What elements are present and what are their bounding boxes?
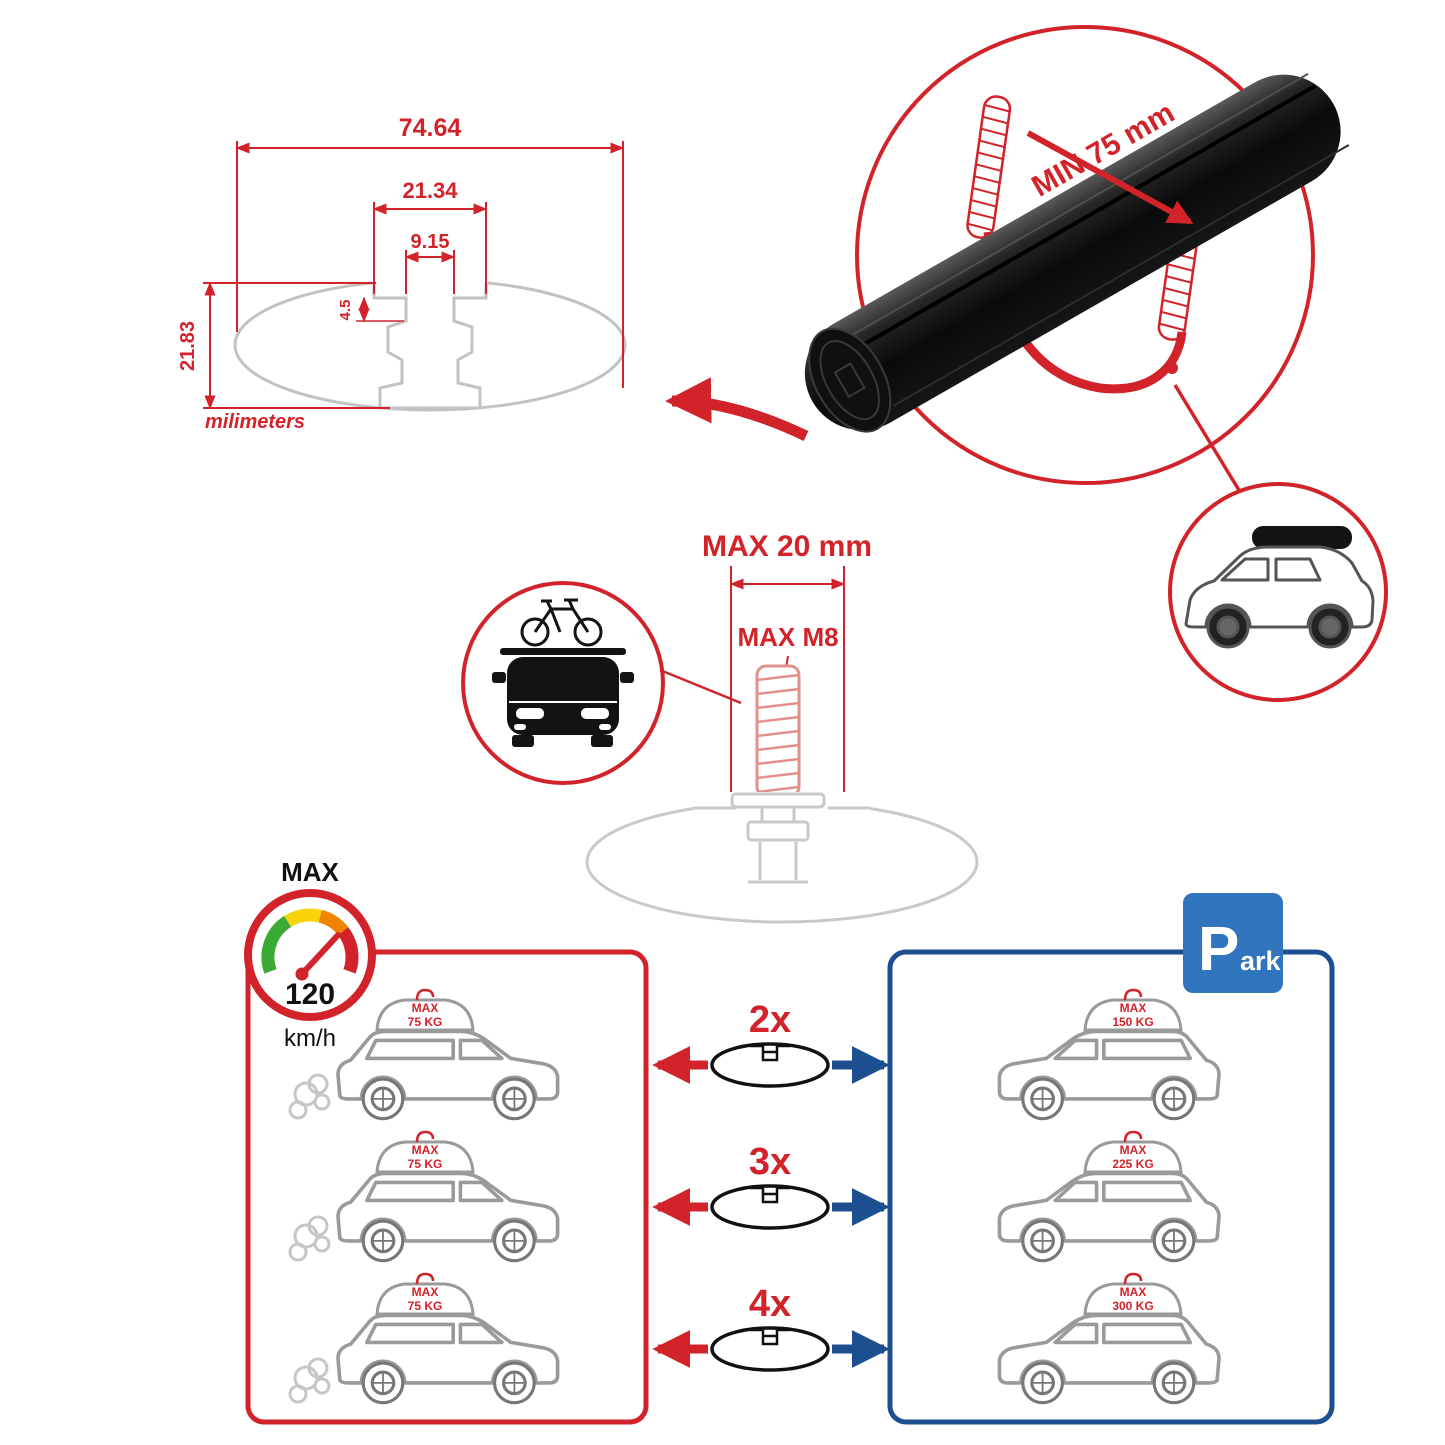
box2-load: 225 KG: [1112, 1157, 1153, 1171]
dim-plateau-width: 21.34: [402, 178, 458, 203]
park-sign-p: P: [1198, 915, 1239, 984]
bag3-max: MAX: [412, 1285, 439, 1299]
max-thread-label: MAX M8: [737, 622, 838, 652]
dim-height-total: 21.83: [177, 321, 199, 371]
car-front-lights: [509, 701, 617, 730]
detail-circle: [855, 25, 1315, 485]
bolt-detail: MAX 20 mm MAX M8: [461, 530, 979, 924]
suv-roofbox-badge: [1168, 482, 1388, 702]
u-clamp-left-arm: [966, 95, 1012, 239]
bicycle-icon: [520, 598, 603, 647]
dim-slot-width: 9.15: [411, 231, 450, 253]
multiplier-1: 2x: [749, 999, 791, 1041]
connector-badge-to-bolt: [659, 668, 742, 705]
multiplier-rows: 2x 3x 4x: [652, 999, 890, 1372]
min-clamp-arrow: [1026, 130, 1194, 225]
suv-icon: [1184, 545, 1375, 649]
speedometer-gauge: [261, 908, 359, 974]
bag2-load: 75 KG: [408, 1157, 443, 1171]
crossbar-3d-detail: MIN 75 mm: [804, 25, 1388, 702]
crossbar-profile-icon-2: [710, 1184, 830, 1230]
bag1-max: MAX: [412, 1001, 439, 1015]
speed-value: 120: [285, 978, 335, 1011]
pointer-arrow-to-profile: [665, 377, 809, 441]
parked-cars: MAX 150 KG MAX 225 KG MAX 300 KG: [997, 988, 1221, 1405]
load-chart: MAX 120 km/h P ark MAX 75 KG: [244, 857, 1335, 1425]
multiplier-2: 3x: [749, 1141, 791, 1183]
park-sign-ark: ark: [1240, 946, 1282, 976]
max-length-label: MAX 20 mm: [702, 530, 872, 563]
bag3-load: 75 KG: [408, 1299, 443, 1313]
bag2-max: MAX: [412, 1143, 439, 1157]
bike-car-badge: [461, 581, 665, 785]
park-sign: P ark: [1183, 893, 1283, 993]
crossbar-3d: [804, 72, 1350, 433]
dim-lip-depth: 4.5: [337, 300, 354, 321]
roof-box-icon: [1252, 526, 1352, 549]
speed-max-label: MAX: [281, 857, 339, 887]
dimension-lines: [203, 141, 625, 410]
cross-section-diagram: 74.64 21.34 9.15 4.5 21.83 milimeters: [177, 114, 809, 441]
box1-max: MAX: [1120, 1001, 1147, 1015]
clamp-pointer-dot: [1166, 362, 1178, 374]
bolt-profile: [585, 792, 979, 924]
connector-to-suv-circle: [1173, 384, 1250, 506]
threaded-bolt-icon: [755, 664, 801, 798]
t-slot-channel: [372, 283, 488, 410]
dim-width-total: 74.64: [399, 114, 462, 142]
crossbar-profile-icon-1: [710, 1042, 830, 1088]
bag1-load: 75 KG: [408, 1015, 443, 1029]
driving-cars: MAX 75 KG MAX 75 KG MAX 75 KG: [288, 988, 560, 1405]
box3-load: 300 KG: [1112, 1299, 1153, 1313]
box3-max: MAX: [1120, 1285, 1147, 1299]
multiplier-3: 4x: [749, 1283, 791, 1325]
units-label: milimeters: [205, 411, 305, 433]
box2-max: MAX: [1120, 1143, 1147, 1157]
speedometer-needle: [299, 932, 341, 977]
speed-limit-badge: MAX 120 km/h: [244, 857, 376, 1052]
crossbar-end-cap: [808, 327, 892, 433]
box1-load: 150 KG: [1112, 1015, 1153, 1029]
crossbar-profile-icon-3: [710, 1326, 830, 1372]
speed-units: km/h: [284, 1025, 336, 1052]
